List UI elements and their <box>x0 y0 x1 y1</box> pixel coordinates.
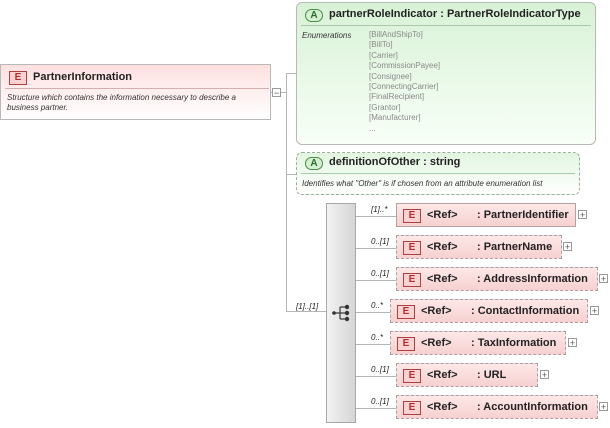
element-badge-icon: E <box>403 273 421 287</box>
ref-name: : URL <box>477 369 507 381</box>
element-badge-icon: E <box>403 209 421 223</box>
ref-name: : PartnerName <box>477 241 553 253</box>
enumeration-value: [ConnectingCarrier] <box>369 82 439 92</box>
enumeration-value: [Carrier] <box>369 50 398 60</box>
ref-element-tax-information[interactable]: E <Ref> : TaxInformation <box>390 331 566 355</box>
expand-icon[interactable]: + <box>590 306 599 316</box>
attribute-partnerRoleIndicator[interactable]: A partnerRoleIndicator : PartnerRoleIndi… <box>296 2 596 145</box>
ref-name: : AddressInformation <box>477 273 588 285</box>
ref-name: : TaxInformation <box>471 337 557 349</box>
ref-label: <Ref> <box>427 241 458 253</box>
ref-element-account-information[interactable]: E <Ref> : AccountInformation <box>396 395 598 419</box>
expand-icon[interactable]: + <box>563 242 572 252</box>
sequence-icon <box>332 304 350 322</box>
child-multiplicity: 0..[1] <box>371 397 389 406</box>
attribute-badge-icon: A <box>305 157 323 170</box>
ref-element-partner-identifier[interactable]: E <Ref> : PartnerIdentifier <box>396 203 576 227</box>
enumeration-ellipsis: ... <box>369 123 376 133</box>
ref-element-partner-name[interactable]: E <Ref> : PartnerName <box>396 235 562 259</box>
child-multiplicity: 0..* <box>371 301 384 310</box>
enumerations-label: Enumerations <box>302 31 352 40</box>
expand-icon[interactable]: + <box>599 274 608 284</box>
ref-name: : AccountInformation <box>477 401 588 413</box>
enumeration-value: [CommissionPayee] <box>369 61 441 71</box>
ref-label: <Ref> <box>427 209 458 221</box>
attribute-name: partnerRoleIndicator : PartnerRoleIndica… <box>329 8 581 20</box>
enumeration-value: [Manufacturer] <box>369 113 421 123</box>
child-multiplicity: 0..[1] <box>371 237 389 246</box>
element-badge-icon: E <box>403 369 421 383</box>
sequence-multiplicity: [1]..[1] <box>296 302 319 311</box>
enumeration-value: [BillTo] <box>369 40 393 50</box>
element-badge-icon: E <box>397 337 415 351</box>
element-badge-icon: E <box>9 71 27 85</box>
expand-icon[interactable]: + <box>568 338 577 348</box>
ref-label: <Ref> <box>421 305 452 317</box>
ref-name: : PartnerIdentifier <box>477 209 569 221</box>
child-multiplicity: 0..* <box>371 333 384 342</box>
ref-label: <Ref> <box>427 401 458 413</box>
root-element-doc: Structure which contains the information… <box>7 93 237 112</box>
enumeration-value: [Consignee] <box>369 71 412 81</box>
ref-label: <Ref> <box>427 369 458 381</box>
collapse-toggle-icon[interactable]: − <box>272 88 281 98</box>
ref-label: <Ref> <box>427 273 458 285</box>
expand-icon[interactable]: + <box>599 402 608 412</box>
enumeration-value: [FinalRecipient] <box>369 92 425 102</box>
root-element-box[interactable]: E PartnerInformation Structure which con… <box>0 64 271 120</box>
child-multiplicity: 0..[1] <box>371 269 389 278</box>
child-multiplicity: [1]..* <box>371 205 388 214</box>
child-multiplicity: 0..[1] <box>371 365 389 374</box>
enumeration-value: [Grantor] <box>369 102 401 112</box>
enumeration-value: [BillAndShipTo] <box>369 30 423 39</box>
ref-element-contact-information[interactable]: E <Ref> : ContactInformation <box>390 299 588 323</box>
ref-element-address-information[interactable]: E <Ref> : AddressInformation <box>396 267 598 291</box>
attribute-badge-icon: A <box>305 9 323 22</box>
attribute-definitionOfOther[interactable]: A definitionOfOther : string Identifies … <box>296 152 580 195</box>
root-element-name: PartnerInformation <box>33 71 133 83</box>
expand-icon[interactable]: + <box>540 370 549 380</box>
element-badge-icon: E <box>403 401 421 415</box>
ref-label: <Ref> <box>421 337 452 349</box>
ref-element-url[interactable]: E <Ref> : URL <box>396 363 538 387</box>
attribute-doc: Identifies what "Other" is if chosen fro… <box>302 179 543 188</box>
element-badge-icon: E <box>397 305 415 319</box>
enumeration-list: [BillAndShipTo] [BillTo] [Carrier] [Comm… <box>369 30 440 134</box>
ref-name: : ContactInformation <box>471 305 580 317</box>
sequence-compositor[interactable] <box>326 203 356 423</box>
element-badge-icon: E <box>403 241 421 255</box>
expand-icon[interactable]: + <box>578 210 587 220</box>
attribute-name: definitionOfOther : string <box>329 156 461 168</box>
